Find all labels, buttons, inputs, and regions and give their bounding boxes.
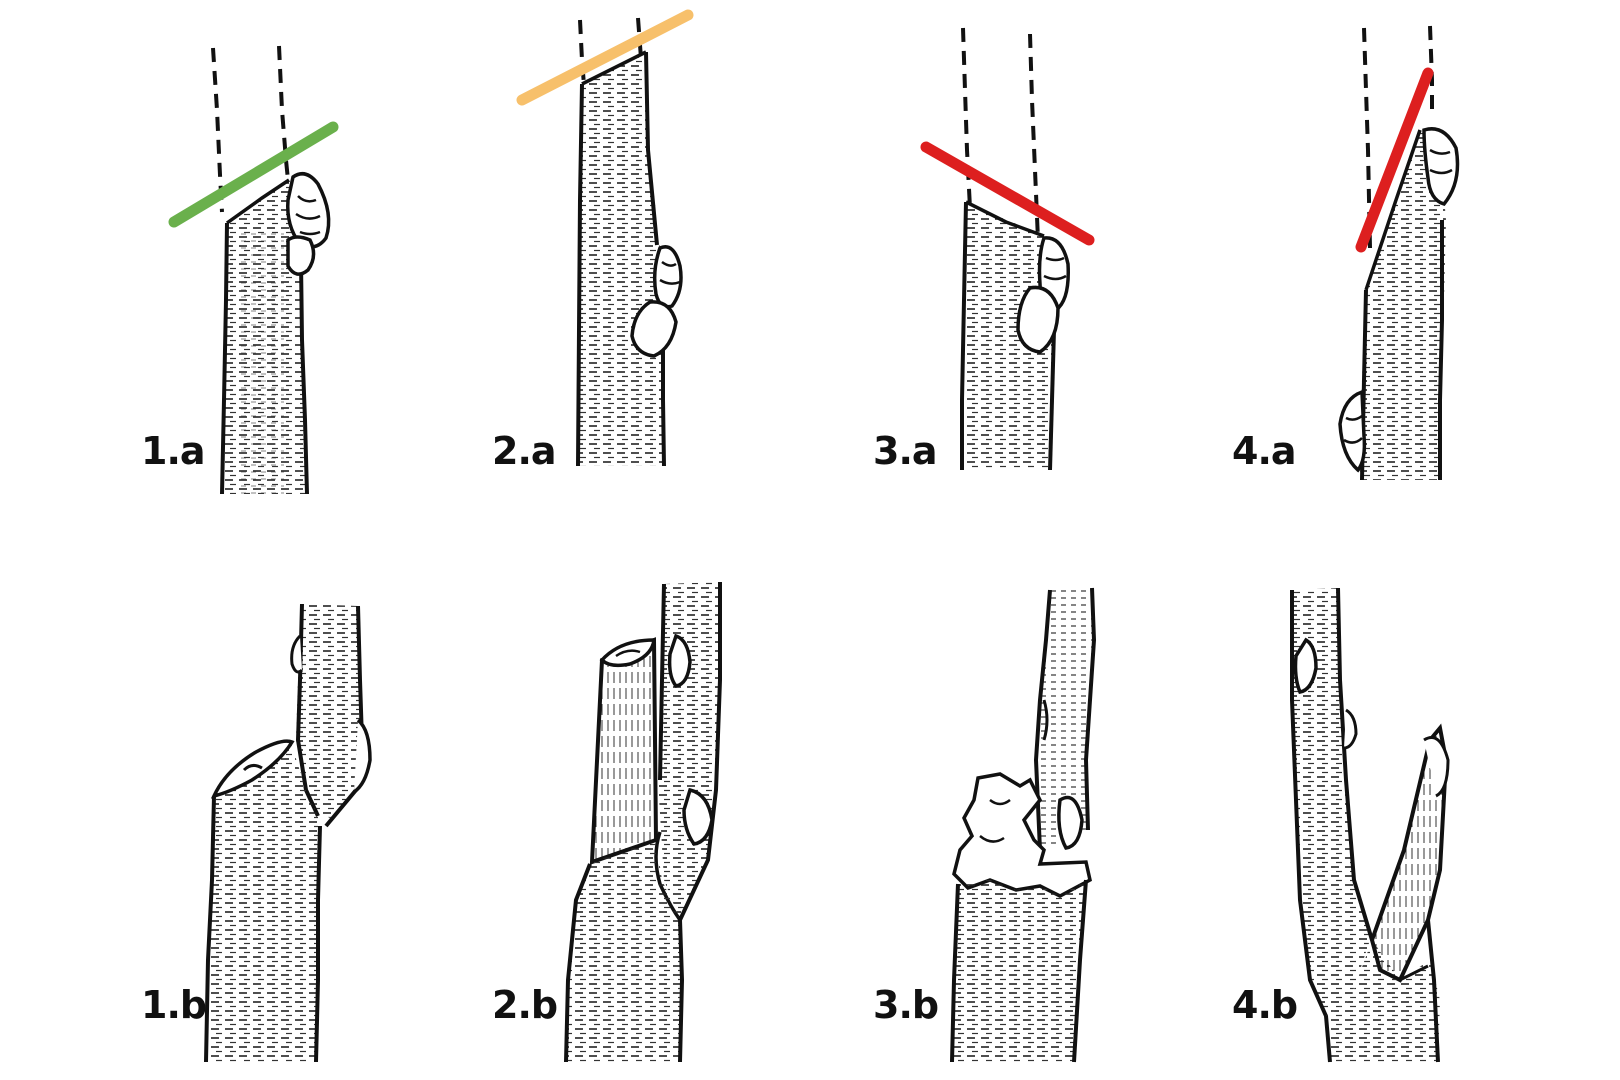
- panel-label-3b: 3.b: [873, 983, 939, 1027]
- panel-label-4b: 4.b: [1232, 983, 1298, 1027]
- new-shoot-3b: [1033, 587, 1097, 851]
- panel-label-2b: 2.b: [492, 983, 558, 1027]
- cut-line-3a: [920, 141, 1095, 246]
- panel-1b: [204, 603, 372, 1063]
- panel-4a: [1338, 25, 1460, 481]
- panel-label-1a: 1.a: [141, 429, 206, 473]
- panel-label-3a: 3.a: [873, 429, 938, 473]
- panel-4b: [1290, 587, 1450, 1063]
- guide-lines-4a: [1362, 25, 1434, 249]
- panel-label-2a: 2.a: [492, 429, 557, 473]
- panel-label-4a: 4.a: [1232, 429, 1297, 473]
- bud-4a-top: [1422, 127, 1460, 206]
- stub-2b: [589, 637, 659, 865]
- branch-4b: [1324, 919, 1440, 1063]
- cut-line-2a: [516, 9, 694, 106]
- panel-2b: [564, 582, 722, 1063]
- branch-3b: [950, 879, 1088, 1063]
- branch-2b: [564, 840, 685, 1063]
- main-stem-4b: [1290, 587, 1374, 1017]
- panel-label-1b: 1.b: [141, 983, 207, 1027]
- panel-2a: [516, 9, 694, 467]
- bud-3a: [1016, 236, 1070, 354]
- branch-1a: [220, 178, 309, 495]
- panel-3b: [950, 587, 1097, 1063]
- bud-1a: [286, 172, 331, 276]
- panel-3a: [920, 27, 1095, 471]
- bud-2a: [630, 245, 683, 358]
- new-shoot-2b: [654, 582, 722, 922]
- panel-1a: [168, 45, 339, 495]
- cut-line-1a: [168, 121, 339, 228]
- torn-sliver-4b: [1369, 723, 1450, 983]
- bud-4a-bottom: [1338, 389, 1367, 473]
- branch-1b: [204, 739, 322, 1063]
- branch-2a: [576, 50, 666, 467]
- branch-3a: [960, 200, 1058, 471]
- cut-line-4a: [1355, 67, 1434, 253]
